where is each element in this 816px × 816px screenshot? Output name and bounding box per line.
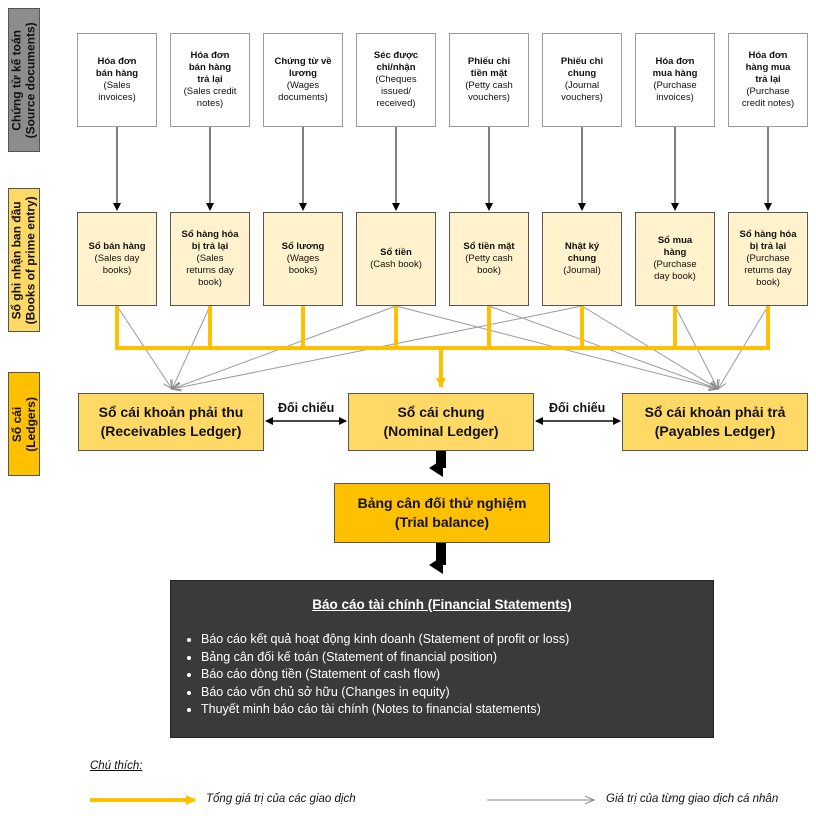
source-doc-title: Phiếu chi chung — [560, 56, 604, 80]
fs-item-financial-position: Bảng cân đối kế toán (Statement of finan… — [201, 649, 569, 667]
trial-balance: Bảng cân đối thử nghiệm (Trial balance) — [334, 483, 550, 543]
section-ledgers: Sổ cái (Ledgers) — [8, 372, 40, 476]
book-3: Sổ lương(Wages books) — [263, 212, 343, 306]
legend-title: Chú thích: — [90, 760, 143, 772]
source-doc-title: Séc được chi/nhận — [373, 50, 419, 74]
book-7: Sổ mua hàng(Purchase day book) — [635, 212, 715, 306]
section-books-prime-entry-label: Sổ ghi nhận ban đầu (Books of prime entr… — [9, 195, 39, 325]
book-title: Sổ hàng hóa bị trả lại — [739, 229, 797, 253]
book-title: Sổ hàng hóa bị trả lại — [181, 229, 239, 253]
book-subtitle: (Wages books) — [286, 253, 320, 276]
payables-ledger-label: Sổ cái khoản phải trả (Payables Ledger) — [644, 404, 786, 439]
book-title: Sổ tiền — [380, 247, 412, 259]
source-doc-title: Chứng từ về lương — [274, 56, 332, 80]
fs-item-cash-flow: Báo cáo dòng tiền (Statement of cash flo… — [201, 666, 569, 684]
book-subtitle: (Sales day books) — [94, 253, 140, 276]
financial-statements-list: Báo cáo kết quả hoạt động kinh doanh (St… — [183, 631, 569, 719]
trial-balance-label: Bảng cân đối thử nghiệm (Trial balance) — [357, 495, 527, 530]
fs-item-notes: Thuyết minh báo cáo tài chính (Notes to … — [201, 701, 569, 719]
book-title: Sổ mua hàng — [657, 235, 693, 259]
source-doc-title: Phiếu chi tiền mặt — [467, 56, 511, 80]
source-doc-7: Hóa đơn mua hàng(Purchase invoices) — [635, 33, 715, 127]
source-doc-subtitle: (Purchase invoices) — [653, 80, 697, 103]
fs-item-changes-equity: Báo cáo vốn chủ sở hữu (Changes in equit… — [201, 684, 569, 702]
source-doc-subtitle: (Petty cash vouchers) — [465, 80, 513, 103]
reconcile-left-label: Đối chiếu — [278, 401, 335, 415]
source-doc-subtitle: (Wages documents) — [278, 80, 328, 103]
section-source-documents: Chứng từ kế toán (Source documents) — [8, 8, 40, 152]
book-1: Sổ bán hàng(Sales day books) — [77, 212, 157, 306]
fs-item-profit-loss: Báo cáo kết quả hoạt động kinh doanh (St… — [201, 631, 569, 649]
book-subtitle: (Sales returns day book) — [186, 253, 234, 288]
financial-statements-title: Báo cáo tài chính (Financial Statements) — [312, 597, 572, 612]
source-doc-4: Séc được chi/nhận(Cheques issued/ receiv… — [356, 33, 436, 127]
payables-ledger: Sổ cái khoản phải trả (Payables Ledger) — [622, 393, 808, 451]
legend-grey-label: Giá trị của từng giao dịch cá nhân — [606, 793, 779, 805]
book-subtitle: (Cash book) — [370, 259, 422, 270]
source-doc-subtitle: (Cheques issued/ received) — [375, 74, 417, 109]
legend-yellow-label: Tổng giá trị của các giao dịch — [206, 793, 356, 805]
book-subtitle: (Purchase returns day book) — [744, 253, 792, 288]
book-2: Sổ hàng hóa bị trả lại(Sales returns day… — [170, 212, 250, 306]
source-doc-subtitle: (Sales credit notes) — [183, 85, 237, 109]
source-doc-title: Hóa đơn mua hàng — [652, 56, 698, 80]
book-subtitle: (Journal) — [563, 264, 601, 276]
section-books-prime-entry: Sổ ghi nhận ban đầu (Books of prime entr… — [8, 188, 40, 332]
book-4: Sổ tiền(Cash book) — [356, 212, 436, 306]
reconcile-right-label: Đối chiếu — [549, 401, 606, 415]
source-doc-6: Phiếu chi chung(Journal vouchers) — [542, 33, 622, 127]
source-doc-title: Hóa đơn bán hàng trả lại — [188, 50, 232, 86]
book-title: Sổ lương — [281, 241, 325, 253]
book-5: Sổ tiền mặt(Petty cash book) — [449, 212, 529, 306]
source-doc-subtitle: (Journal vouchers) — [561, 80, 603, 103]
source-doc-3: Chứng từ về lương(Wages documents) — [263, 33, 343, 127]
section-ledgers-label: Sổ cái (Ledgers) — [9, 396, 38, 452]
source-doc-8: Hóa đơn hàng mua trả lại(Purchase credit… — [728, 33, 808, 127]
book-8: Sổ hàng hóa bị trả lại(Purchase returns … — [728, 212, 808, 306]
source-doc-subtitle: (Sales invoices) — [98, 80, 136, 103]
source-doc-title: Hóa đơn bán hàng — [95, 56, 139, 80]
financial-statements-box: Báo cáo tài chính (Financial Statements)… — [170, 580, 714, 738]
section-source-documents-label: Chứng từ kế toán (Source documents) — [9, 21, 39, 139]
source-doc-subtitle: (Purchase credit notes) — [741, 85, 795, 109]
book-title: Nhật ký chung — [564, 241, 600, 265]
source-doc-1: Hóa đơn bán hàng(Sales invoices) — [77, 33, 157, 127]
book-title: Sổ tiền mặt — [463, 241, 515, 253]
receivables-ledger-label: Sổ cái khoản phải thu (Receivables Ledge… — [98, 404, 244, 439]
receivables-ledger: Sổ cái khoản phải thu (Receivables Ledge… — [78, 393, 264, 451]
nominal-ledger: Sổ cái chung (Nominal Ledger) — [348, 393, 534, 451]
book-subtitle: (Purchase day book) — [653, 259, 697, 282]
book-6: Nhật ký chung(Journal) — [542, 212, 622, 306]
source-doc-5: Phiếu chi tiền mặt(Petty cash vouchers) — [449, 33, 529, 127]
source-doc-title: Hóa đơn hàng mua trả lại — [745, 50, 791, 86]
source-doc-2: Hóa đơn bán hàng trả lại(Sales credit no… — [170, 33, 250, 127]
book-subtitle: (Petty cash book) — [465, 253, 513, 276]
book-title: Sổ bán hàng — [88, 241, 146, 253]
nominal-ledger-label: Sổ cái chung (Nominal Ledger) — [383, 404, 499, 439]
